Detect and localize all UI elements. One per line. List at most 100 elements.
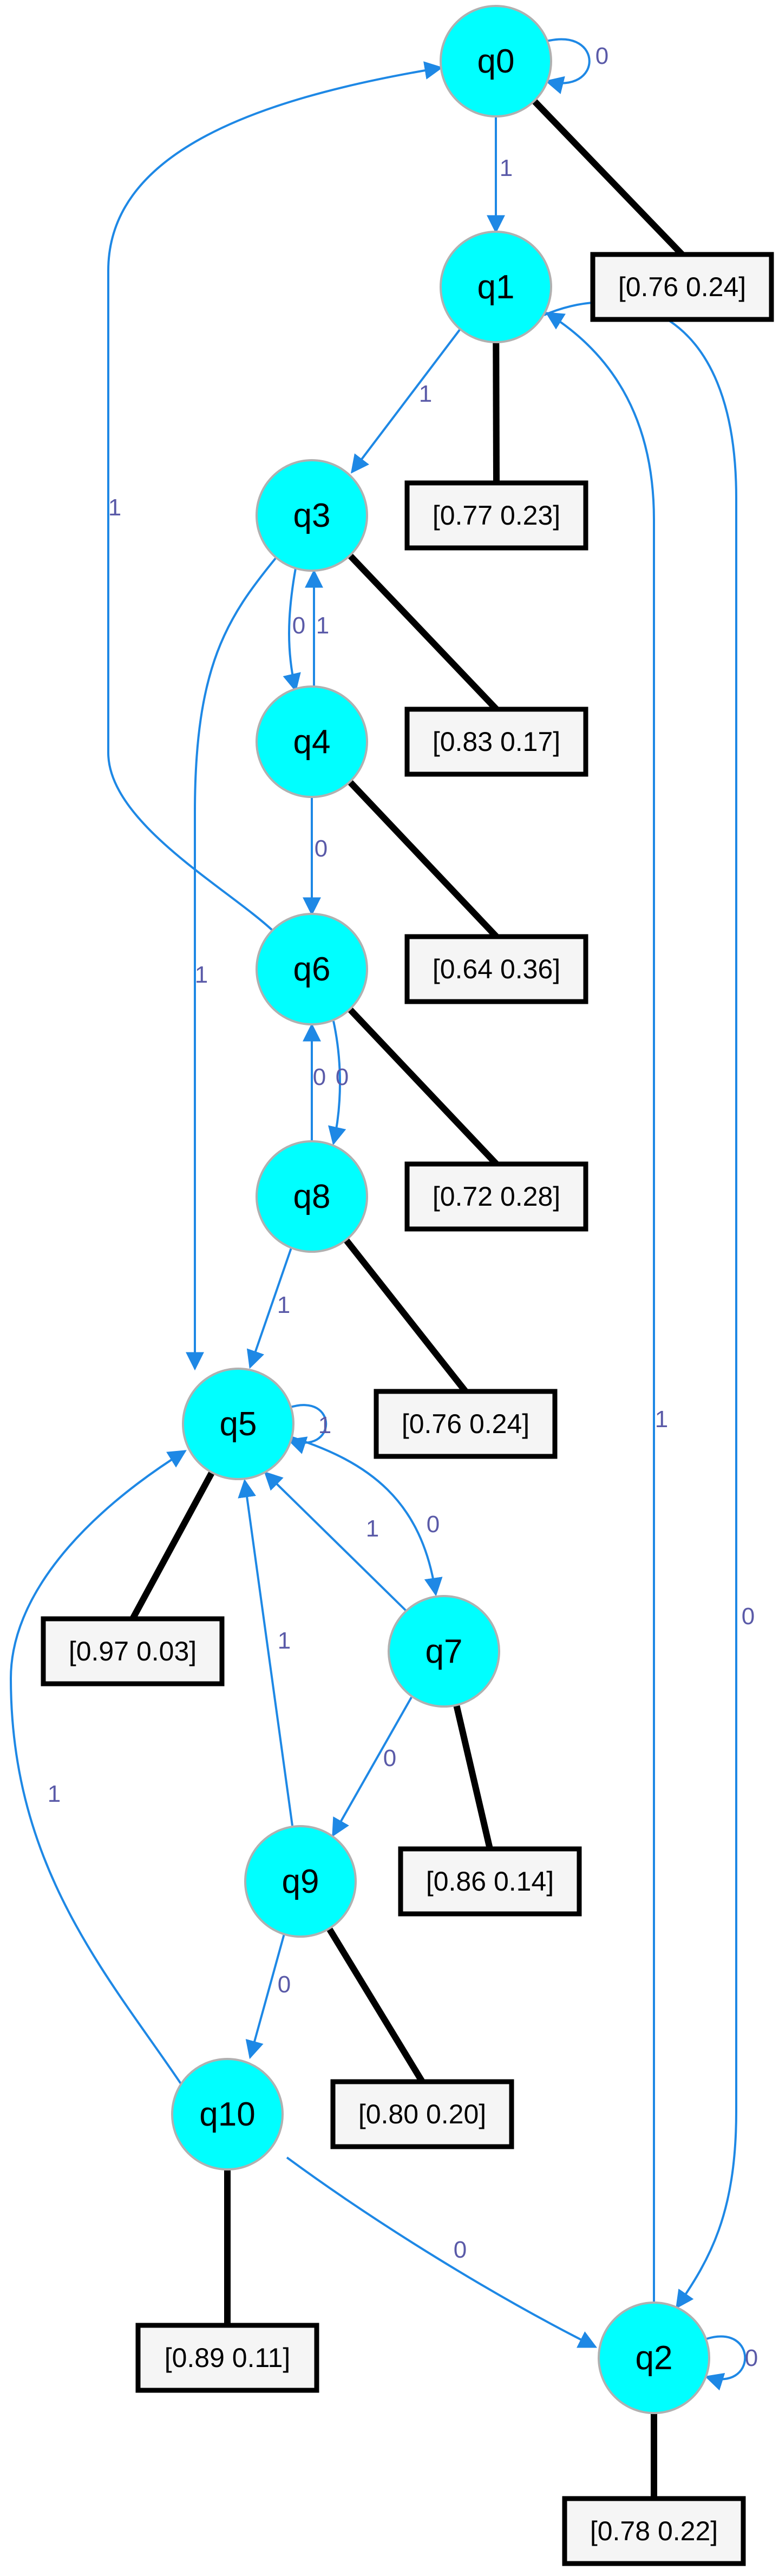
output-link-q9 xyxy=(326,1927,425,2084)
output-box-q7: [0.86 0.14] xyxy=(398,1846,582,1917)
edge-label-q2-q1: 1 xyxy=(655,1406,668,1433)
edge-q0-q0 xyxy=(545,38,591,94)
output-box-text: [0.97 0.03] xyxy=(69,1636,197,1666)
edge-label-q7-q5: 1 xyxy=(366,1515,379,1542)
output-link-q3 xyxy=(348,553,499,712)
output-box-text: [0.77 0.23] xyxy=(433,500,560,531)
output-box-text: [0.76 0.24] xyxy=(618,272,746,302)
state-circle xyxy=(598,2302,710,2414)
state-node-q2[interactable]: q2 xyxy=(598,2302,710,2414)
edge-label-q4-q6: 0 xyxy=(315,835,328,862)
output-box-frame xyxy=(404,1161,588,1232)
edge-label-q6-q8: 0 xyxy=(336,1064,349,1090)
state-label: q5 xyxy=(220,1405,257,1443)
edge-label-q9-q10: 0 xyxy=(278,1971,291,1998)
edge-label-q7-q9: 0 xyxy=(383,1745,396,1771)
edge-q5-q7 xyxy=(292,1436,443,1597)
output-link-q7 xyxy=(453,1704,493,1850)
edge-label-q8-q5: 1 xyxy=(277,1292,290,1318)
state-label: q1 xyxy=(477,269,515,306)
output-link-q8 xyxy=(343,1238,468,1394)
edge-q9-q5 xyxy=(238,1479,293,1826)
output-box-q6: [0.72 0.28] xyxy=(404,1161,588,1232)
state-label: q4 xyxy=(293,723,331,761)
state-label: q6 xyxy=(293,951,331,988)
output-box-text: [0.86 0.14] xyxy=(426,1866,554,1897)
state-circle xyxy=(244,1825,357,1938)
edge-label-q10-q2: 0 xyxy=(454,2237,467,2263)
output-box-q10: [0.89 0.11] xyxy=(135,2323,319,2393)
state-circle xyxy=(440,5,552,117)
state-circle xyxy=(256,1140,368,1253)
state-circle xyxy=(256,459,368,572)
output-box-q5: [0.97 0.03] xyxy=(41,1616,225,1686)
state-node-q10[interactable]: q10 xyxy=(171,2058,284,2170)
output-box-q3: [0.83 0.17] xyxy=(404,707,588,777)
state-node-q7[interactable]: q7 xyxy=(388,1595,500,1708)
edge-label-q0-q0: 0 xyxy=(595,43,608,69)
edge-q2-q2 xyxy=(704,2335,747,2391)
edge-label-q1-q3: 1 xyxy=(419,381,432,407)
output-box-text: [0.76 0.24] xyxy=(402,1409,529,1439)
state-label: q8 xyxy=(293,1178,331,1215)
edge-q6-q0 xyxy=(107,61,443,932)
output-box-q2: [0.78 0.22] xyxy=(562,2496,746,2566)
nodes-layer: q0 q1 q3 q4 q6 q8 q5 q7 q9 q10 q2 xyxy=(171,5,710,2414)
state-circle xyxy=(440,231,552,343)
state-circle xyxy=(182,1368,294,1480)
edge-label-q1-q2: 0 xyxy=(742,1603,755,1630)
state-label: q2 xyxy=(636,2339,673,2377)
state-circle xyxy=(256,913,368,1025)
edge-q3-q5 xyxy=(186,557,277,1371)
edge-label-q4-q3: 1 xyxy=(316,612,329,639)
output-box-q0: [0.76 0.24] xyxy=(590,252,774,322)
state-node-q5[interactable]: q5 xyxy=(182,1368,294,1480)
edge-label-q0-q1: 1 xyxy=(500,155,513,181)
state-circle xyxy=(171,2058,284,2170)
edge-q1-q3 xyxy=(350,328,461,474)
state-circle xyxy=(388,1595,500,1708)
state-node-q4[interactable]: q4 xyxy=(256,685,368,798)
output-box-frame xyxy=(135,2323,319,2393)
edge-q2-q1 xyxy=(545,312,655,2303)
state-label: q10 xyxy=(199,2096,255,2133)
output-box-text: [0.64 0.36] xyxy=(433,954,560,984)
output-box-text: [0.72 0.28] xyxy=(433,1181,560,1212)
output-boxes-layer: [0.76 0.24] [0.77 0.23] [0.83 0.17] [0.64 0… xyxy=(41,252,774,2566)
state-circle xyxy=(256,685,368,798)
edge-q6-q8 xyxy=(328,1021,346,1146)
output-box-q1: [0.77 0.23] xyxy=(404,480,588,551)
edge-q9-q10 xyxy=(245,1933,285,2060)
state-node-q9[interactable]: q9 xyxy=(244,1825,357,1938)
output-box-q4: [0.64 0.36] xyxy=(404,934,588,1004)
state-label: q3 xyxy=(293,497,331,534)
output-box-frame xyxy=(404,934,588,1004)
edge-label-q8-q6: 0 xyxy=(313,1064,326,1090)
output-box-frame xyxy=(562,2496,746,2566)
edge-label-q2-q2: 0 xyxy=(745,2345,758,2371)
output-box-q9: [0.80 0.20] xyxy=(330,2079,514,2149)
state-node-q6[interactable]: q6 xyxy=(256,913,368,1025)
edge-label-q9-q5: 1 xyxy=(278,1627,291,1654)
edge-q10-q2 xyxy=(286,2156,598,2348)
output-links-layer xyxy=(129,99,685,2499)
output-box-text: [0.89 0.11] xyxy=(165,2343,291,2373)
edge-label-q5-q5: 1 xyxy=(318,1412,331,1439)
output-box-frame xyxy=(404,707,588,777)
state-node-q1[interactable]: q1 xyxy=(440,231,552,343)
edge-q3-q4 xyxy=(283,568,301,692)
output-box-frame xyxy=(41,1616,225,1686)
state-label: q7 xyxy=(425,1633,463,1670)
output-link-q5 xyxy=(129,1470,215,1620)
state-node-q0[interactable]: q0 xyxy=(440,5,552,117)
output-box-frame xyxy=(374,1389,558,1459)
output-link-q4 xyxy=(347,779,499,939)
state-node-q8[interactable]: q8 xyxy=(256,1140,368,1253)
output-box-frame xyxy=(590,252,774,322)
edge-q7-q9 xyxy=(332,1697,413,1837)
state-node-q3[interactable]: q3 xyxy=(256,459,368,572)
output-box-frame xyxy=(404,480,588,551)
edge-q10-q5 xyxy=(9,1450,187,2085)
edge-label-q5-q7: 0 xyxy=(427,1511,440,1538)
